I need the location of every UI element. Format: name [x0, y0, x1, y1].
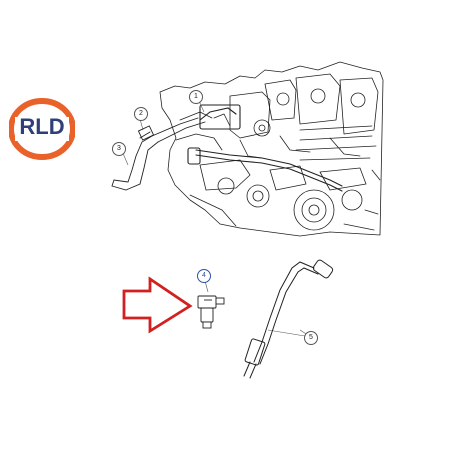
right-arrow-outline-icon [122, 276, 193, 334]
callout-2: 2 [134, 107, 148, 121]
callout-1: 1 [189, 90, 203, 104]
logo-text: RLD [19, 114, 65, 139]
callout-5: 5 [304, 331, 318, 345]
brand-logo: RLD [8, 98, 76, 160]
callout-3: 3 [112, 142, 126, 156]
callout-4: 4 [197, 269, 211, 283]
logo-ring-icon [8, 98, 76, 160]
